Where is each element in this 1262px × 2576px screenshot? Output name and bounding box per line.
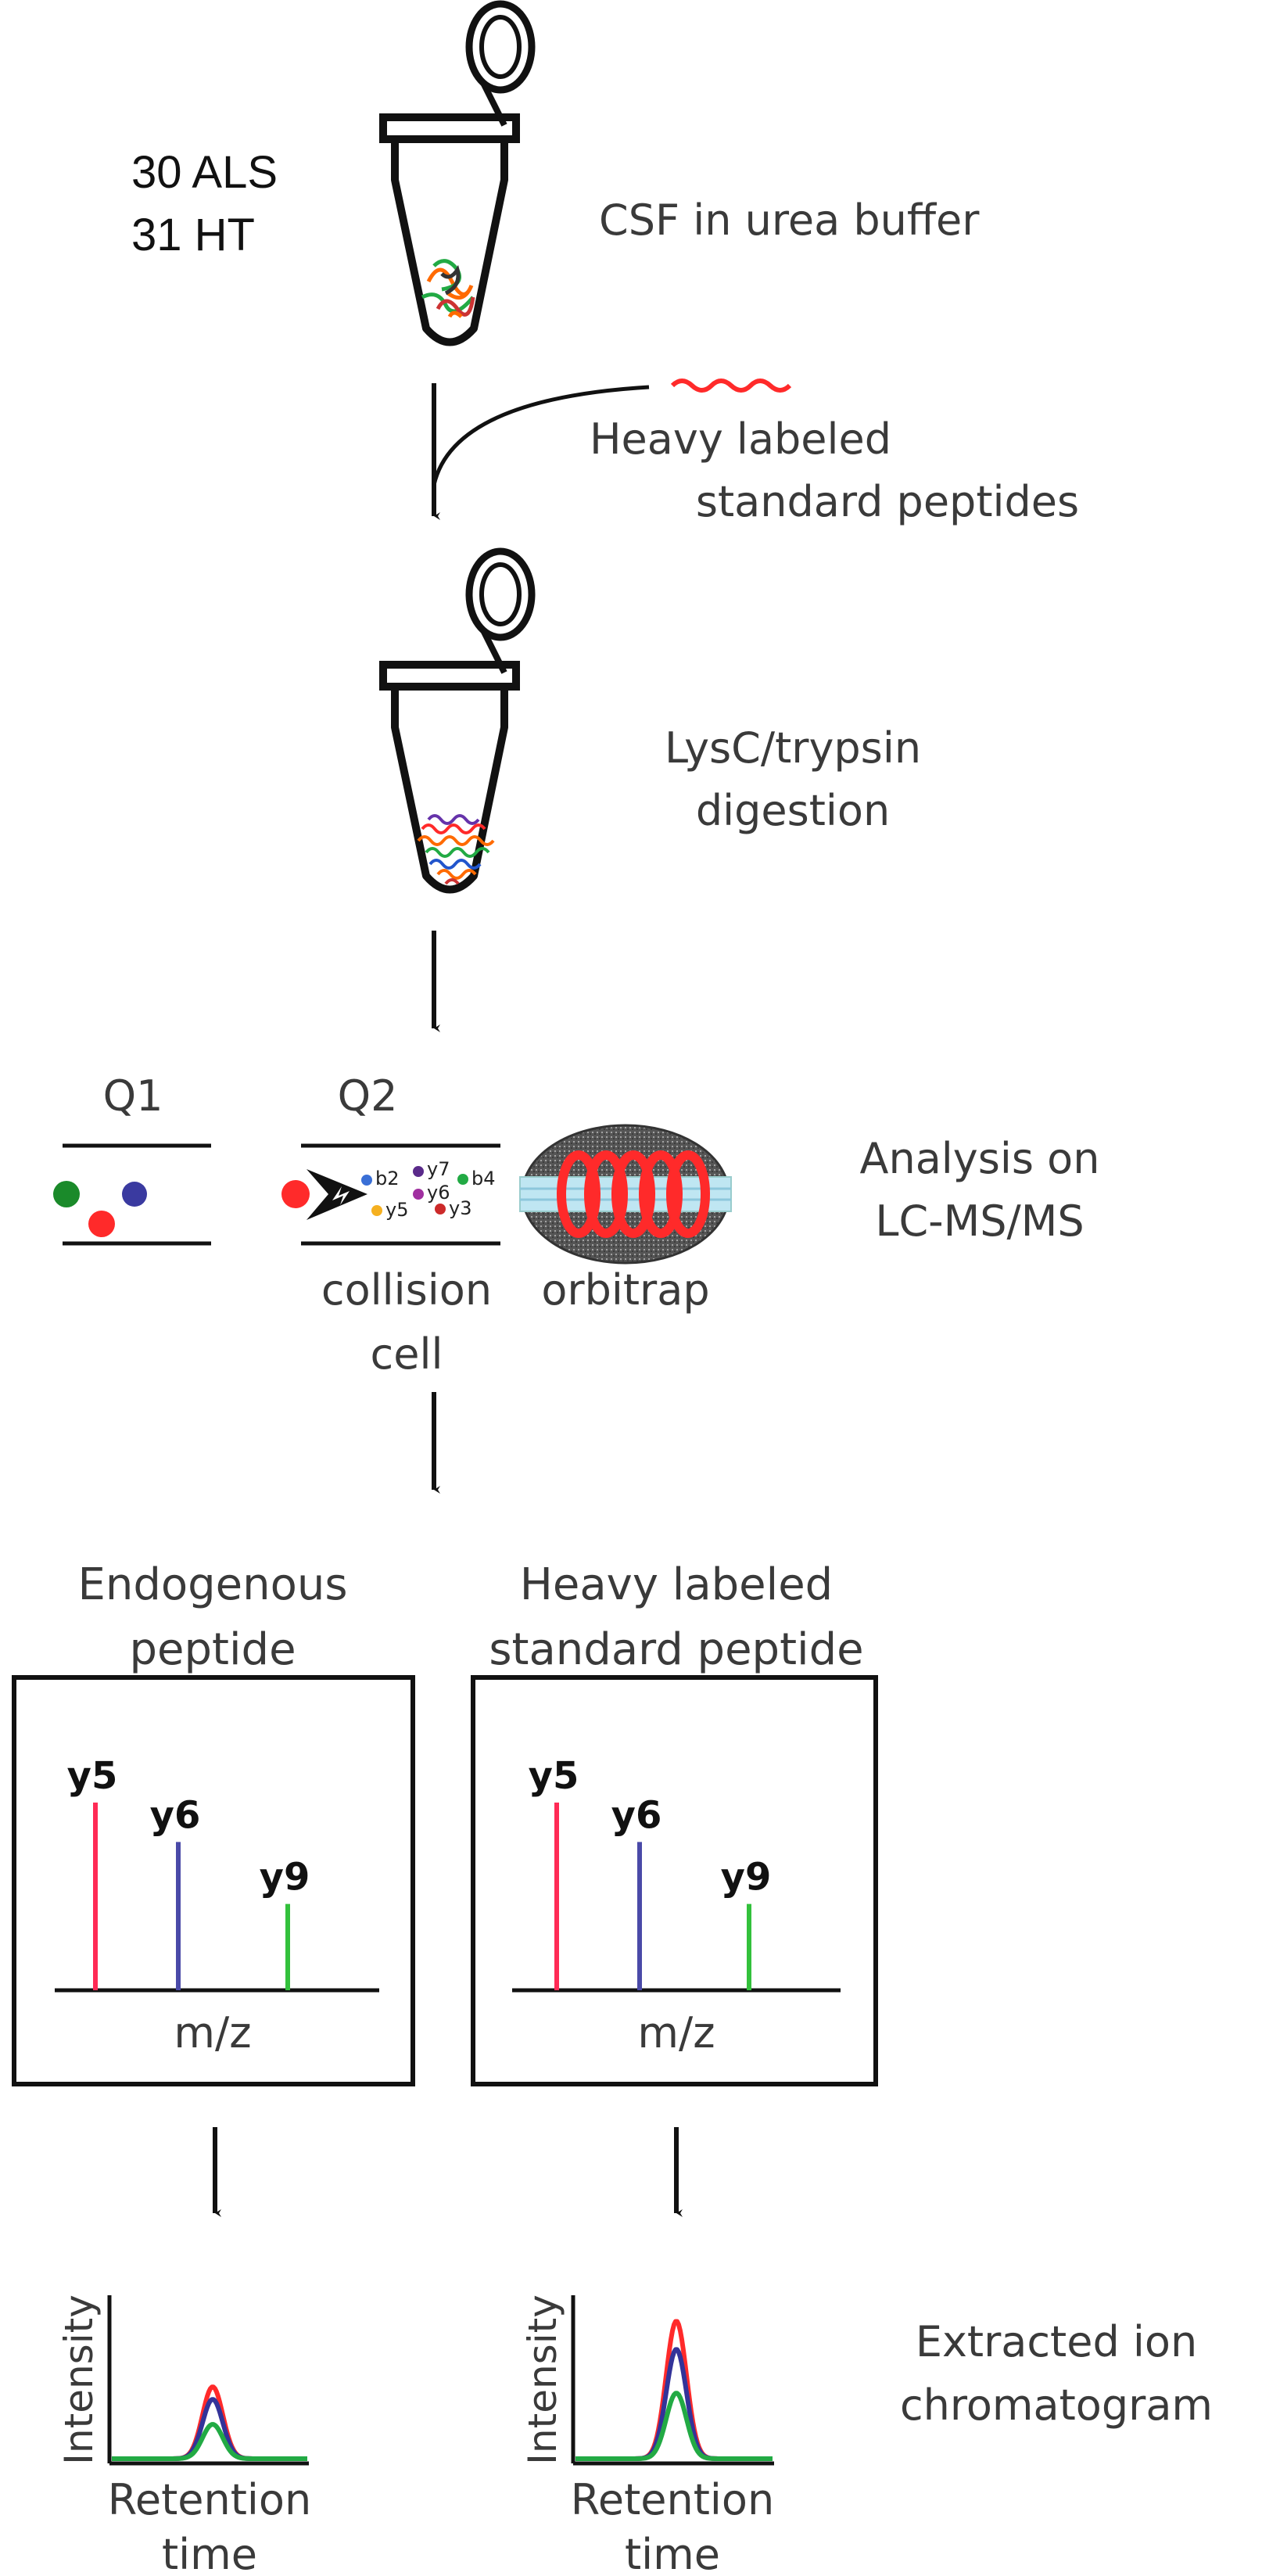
spectrum-right-label-y6: y6 — [611, 1793, 662, 1837]
chromatogram-left-ylabel: Intensity — [56, 2294, 102, 2465]
spectrum-right-title-2: standard peptide — [489, 1624, 863, 1675]
chromatogram-left-xlabel-2: time — [162, 2530, 257, 2576]
chromatogram-right-xlabel-1: Retention — [571, 2475, 774, 2524]
fragment-b4: b4 — [471, 1168, 496, 1189]
chromatogram-right-trace-2 — [575, 2391, 773, 2461]
digestion-label-1: LysC/trypsin — [665, 723, 921, 773]
heavy-peptide-squiggle — [670, 379, 792, 393]
xic-label-1: Extracted ion — [916, 2317, 1197, 2366]
collision-label-1: collision — [321, 1265, 492, 1315]
chromatogram-left-trace-2 — [111, 2422, 308, 2461]
q1-quadrupole — [53, 1143, 211, 1246]
spectrum-right-title-1: Heavy labeled — [520, 1559, 833, 1610]
sample-tube-1 — [379, 0, 536, 346]
spectrum-left-label-y5: y5 — [67, 1754, 118, 1798]
sample-tube-2 — [379, 547, 536, 894]
xic-label-2: chromatogram — [900, 2380, 1213, 2430]
chromatogram-left-trace-0 — [111, 2384, 308, 2461]
orbitrap-icon — [519, 1124, 732, 1265]
spectrum-left-title-2: peptide — [129, 1624, 296, 1675]
chromatogram-right-ylabel: Intensity — [520, 2294, 565, 2465]
q2-collision-cell: b2 y7 b4 y6 y5 y3 — [281, 1143, 500, 1246]
fragment-y5: y5 — [385, 1199, 408, 1221]
chromatogram-right: Intensity Retention time — [520, 2294, 774, 2576]
spectrum-right-xlabel: m/z — [637, 2008, 715, 2058]
sample-label-als: 30 ALS — [131, 147, 278, 198]
chromatogram-left-xlabel-1: Retention — [108, 2475, 311, 2524]
spectrum-right-panel: y5 y6 y9 m/z — [471, 1675, 878, 2086]
collision-label-2: cell — [371, 1329, 443, 1379]
fragment-y3: y3 — [449, 1197, 471, 1219]
chromatogram-left: Intensity Retention time — [56, 2294, 311, 2576]
spectrum-left-panel: y5 y6 y9 m/z — [12, 1675, 415, 2086]
chromatogram-right-traces — [575, 2319, 773, 2461]
spectrum-right-bars: y5 y6 y9 — [529, 1754, 772, 1990]
digested-mix — [417, 814, 495, 885]
merge-arrow — [432, 383, 650, 520]
spectrum-right-label-y9: y9 — [721, 1856, 772, 1900]
spectrum-left-bars: y5 y6 y9 — [67, 1754, 310, 1990]
analysis-label-2: LC-MS/MS — [875, 1197, 1084, 1246]
spectrum-left-title-1: Endogenous — [77, 1559, 347, 1610]
sample-label-ht: 31 HT — [131, 210, 255, 260]
spectrum-left-xlabel: m/z — [174, 2008, 251, 2058]
chromatogram-right-trace-1 — [575, 2347, 773, 2461]
q2-label: Q2 — [338, 1071, 398, 1121]
fragment-y7: y7 — [427, 1158, 450, 1180]
step-csf-label: CSF in urea buffer — [599, 196, 980, 245]
chromatogram-right-trace-0 — [575, 2319, 773, 2461]
q1-label: Q1 — [103, 1071, 163, 1121]
digestion-label-2: digestion — [696, 786, 890, 835]
protein-mix-1 — [421, 259, 475, 318]
spectrum-right-label-y5: y5 — [529, 1754, 579, 1798]
fragment-b2: b2 — [375, 1168, 400, 1189]
heavy-standard-label-2: standard peptides — [696, 477, 1079, 526]
spectrum-left-label-y9: y9 — [260, 1856, 310, 1900]
analysis-label-1: Analysis on — [860, 1134, 1100, 1183]
fragment-y6: y6 — [427, 1182, 450, 1204]
heavy-standard-label-1: Heavy labeled — [590, 414, 891, 464]
spectrum-left-label-y6: y6 — [150, 1793, 201, 1837]
chromatogram-right-xlabel-2: time — [625, 2530, 720, 2576]
orbitrap-label: orbitrap — [541, 1265, 709, 1315]
chromatogram-left-traces — [111, 2384, 308, 2461]
